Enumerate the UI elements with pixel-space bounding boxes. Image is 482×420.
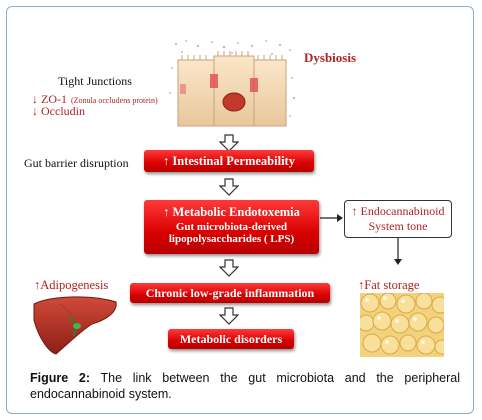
lps-line-1: Gut microbiota-derived [175,221,288,233]
zo1-label: ↓ ZO-1 (Zonula occludens protein) [32,90,158,108]
chronic-inflammation-text: Chronic low-grade inflammation [145,286,315,300]
down-thin-arrow-icon [394,238,402,265]
intestinal-epithelium-illustration [169,40,296,127]
adipogenesis-label: ↑Adipogenesis [34,278,109,292]
intestinal-permeability-text: ↑ Intestinal Permeability [163,154,295,168]
right-arrow-icon [320,214,343,222]
intestinal-permeability-box: ↑ Intestinal Permeability [144,150,314,172]
down-arrow-icon [219,259,239,277]
gut-barrier-label: Gut barrier disruption [24,156,129,170]
fat-storage-label: ↑Fat storage [358,278,420,292]
tight-junctions-label: Tight Junctions [58,74,132,88]
dysbiosis-label: Dysbiosis [304,50,357,65]
zo1-text: ↓ ZO-1 [32,92,67,106]
metabolic-endotoxemia-title: ↑ Metabolic Endotoxemia [163,205,300,219]
figure-caption-text: The link between the gut microbiota and … [30,371,461,401]
down-arrow-icon [219,307,239,325]
metabolic-disorders-text: Metabolic disorders [179,332,283,346]
chronic-inflammation-box: Chronic low-grade inflammation [130,283,330,303]
endocannabinoid-line-2: System tone [368,219,428,233]
metabolic-disorders-box: Metabolic disorders [168,329,294,349]
occludin-label: ↓ Occludin [32,104,85,118]
metabolic-endotoxemia-box: ↑ Metabolic Endotoxemia Gut microbiota-d… [144,200,319,254]
liver-illustration [33,296,117,355]
zo1-note: (Zonula occludens protein) [71,96,158,105]
down-arrow-icon [219,178,239,196]
figure-caption: Figure 2: The link between the gut micro… [30,370,460,402]
down-arrow-icon [219,134,239,152]
lps-line-2: lipopolysaccharides ( LPS) [168,233,295,245]
figure-caption-label: Figure 2: [30,371,91,385]
endocannabinoid-box: ↑ Endocannabinoid System tone [344,200,452,238]
endocannabinoid-line-1: ↑ Endocannabinoid [351,204,445,218]
fat-cells-illustration [360,293,444,357]
